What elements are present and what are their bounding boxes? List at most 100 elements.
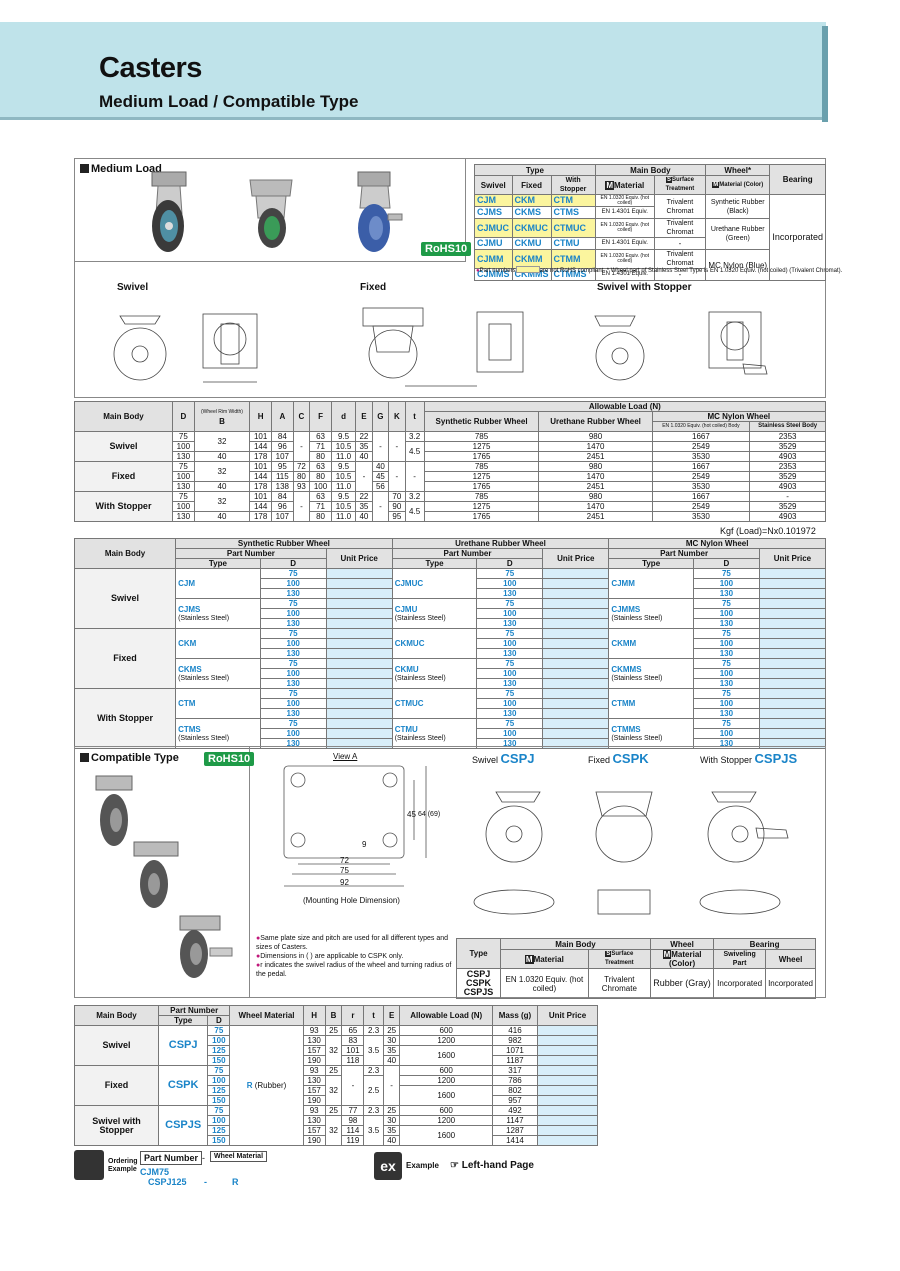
- d-cell: 75: [476, 688, 544, 699]
- unit-price-cell[interactable]: [542, 658, 610, 669]
- th: Allowable Load (N): [399, 1005, 493, 1026]
- cell: 600: [399, 1105, 493, 1116]
- unit-price-cell[interactable]: [325, 618, 393, 629]
- unit-price-cell[interactable]: [537, 1055, 598, 1066]
- unit-price-cell[interactable]: [542, 588, 610, 599]
- unit-price-cell[interactable]: [542, 638, 610, 649]
- cell: 2.3: [363, 1065, 384, 1076]
- unit-price-cell[interactable]: [758, 718, 827, 729]
- cell: 1187: [491, 1055, 539, 1066]
- unit-price-cell[interactable]: [758, 658, 827, 669]
- unit-price-cell[interactable]: [325, 718, 393, 729]
- unit-price-cell[interactable]: [325, 698, 393, 709]
- unit-price-cell[interactable]: [325, 608, 393, 619]
- cell: Trivalent Chromate: [587, 968, 651, 999]
- unit-price-cell[interactable]: [325, 738, 393, 749]
- unit-price-cell[interactable]: [758, 568, 827, 579]
- cell: 178: [249, 511, 272, 522]
- cell: 11.0: [330, 511, 357, 522]
- unit-price-cell[interactable]: [537, 1115, 598, 1126]
- unit-price-cell[interactable]: [542, 618, 610, 629]
- unit-price-cell[interactable]: [542, 678, 610, 689]
- unit-price-cell[interactable]: [537, 1025, 598, 1036]
- unit-price-cell[interactable]: [537, 1105, 598, 1116]
- cell: 600: [399, 1025, 493, 1036]
- unit-price-cell[interactable]: [325, 638, 393, 649]
- cell: -: [404, 461, 425, 492]
- unit-price-cell[interactable]: [537, 1065, 598, 1076]
- d-cell: 100: [476, 638, 544, 649]
- material-cell: EN 1.0320 Equiv. (hot coiled): [594, 249, 655, 269]
- cell: 25: [382, 1025, 401, 1036]
- unit-price-cell[interactable]: [325, 628, 393, 639]
- unit-price-cell[interactable]: [758, 618, 827, 629]
- unit-price-cell[interactable]: [542, 578, 610, 589]
- unit-price-cell[interactable]: [758, 608, 827, 619]
- unit-price-cell[interactable]: [758, 588, 827, 599]
- th: K: [388, 401, 406, 432]
- unit-price-cell[interactable]: [758, 678, 827, 689]
- unit-price-cell[interactable]: [758, 708, 827, 719]
- unit-price-cell[interactable]: [542, 718, 610, 729]
- unit-price-cell[interactable]: [537, 1075, 598, 1086]
- unit-price-cell[interactable]: [537, 1035, 598, 1046]
- unit-price-cell[interactable]: [325, 728, 393, 739]
- d-cell: 130: [692, 678, 760, 689]
- drawing-cspj: [473, 791, 555, 915]
- unit-price-cell[interactable]: [325, 678, 393, 689]
- unit-price-cell[interactable]: [325, 658, 393, 669]
- unit-price-cell[interactable]: [758, 698, 827, 709]
- unit-price-cell[interactable]: [325, 588, 393, 599]
- unit-price-cell[interactable]: [758, 668, 827, 679]
- unit-price-cell[interactable]: [542, 738, 610, 749]
- cell: 4903: [749, 481, 826, 492]
- unit-price-cell[interactable]: [537, 1045, 598, 1056]
- type-cell: CKMS: [511, 206, 552, 219]
- unit-price-cell[interactable]: [542, 598, 610, 609]
- dash: -: [202, 1153, 205, 1163]
- type-cell: CTMS(Stainless Steel): [175, 718, 261, 749]
- unit-price-cell[interactable]: [758, 598, 827, 609]
- page-header: Casters Medium Load / Compatible Type: [0, 22, 826, 120]
- unit-price-cell[interactable]: [325, 648, 393, 659]
- unit-price-cell[interactable]: [325, 668, 393, 679]
- cell: 11.0: [330, 481, 357, 492]
- unit-price-cell[interactable]: [325, 578, 393, 589]
- unit-price-cell[interactable]: [542, 608, 610, 619]
- th: Main Body: [73, 538, 177, 569]
- unit-price-cell[interactable]: [325, 598, 393, 609]
- unit-price-cell[interactable]: [758, 738, 827, 749]
- unit-price-cell[interactable]: [542, 728, 610, 739]
- unit-price-cell[interactable]: [537, 1095, 598, 1106]
- surface-cell: -: [653, 268, 707, 281]
- cell: 190: [302, 1135, 326, 1146]
- unit-price-cell[interactable]: [325, 708, 393, 719]
- unit-price-cell[interactable]: [758, 628, 827, 639]
- cell: -: [341, 1065, 365, 1106]
- th-fixed: Fixed: [511, 175, 552, 195]
- unit-price-cell[interactable]: [542, 688, 610, 699]
- unit-price-cell[interactable]: [537, 1135, 598, 1146]
- unit-price-cell[interactable]: [542, 698, 610, 709]
- unit-price-cell[interactable]: [542, 568, 610, 579]
- unit-price-cell[interactable]: [325, 688, 393, 699]
- unit-price-cell[interactable]: [542, 708, 610, 719]
- unit-price-cell[interactable]: [758, 728, 827, 739]
- unit-price-cell[interactable]: [542, 648, 610, 659]
- unit-price-cell[interactable]: [758, 688, 827, 699]
- unit-price-cell[interactable]: [758, 648, 827, 659]
- cell: 9.5: [330, 431, 357, 442]
- unit-price-cell[interactable]: [758, 578, 827, 589]
- cell: -: [749, 491, 826, 502]
- unit-price-cell[interactable]: [542, 628, 610, 639]
- unit-price-cell[interactable]: [758, 638, 827, 649]
- unit-price-cell[interactable]: [537, 1125, 598, 1136]
- left-hand-page-link[interactable]: ☞ Left-hand Page: [450, 1160, 534, 1171]
- unit-price-cell[interactable]: [325, 568, 393, 579]
- unit-price-cell[interactable]: [537, 1085, 598, 1096]
- th: D: [207, 1015, 231, 1026]
- cell: 492: [491, 1105, 539, 1116]
- cell: 785: [423, 491, 540, 502]
- unit-price-cell[interactable]: [542, 668, 610, 679]
- surface-cell: -: [653, 237, 707, 250]
